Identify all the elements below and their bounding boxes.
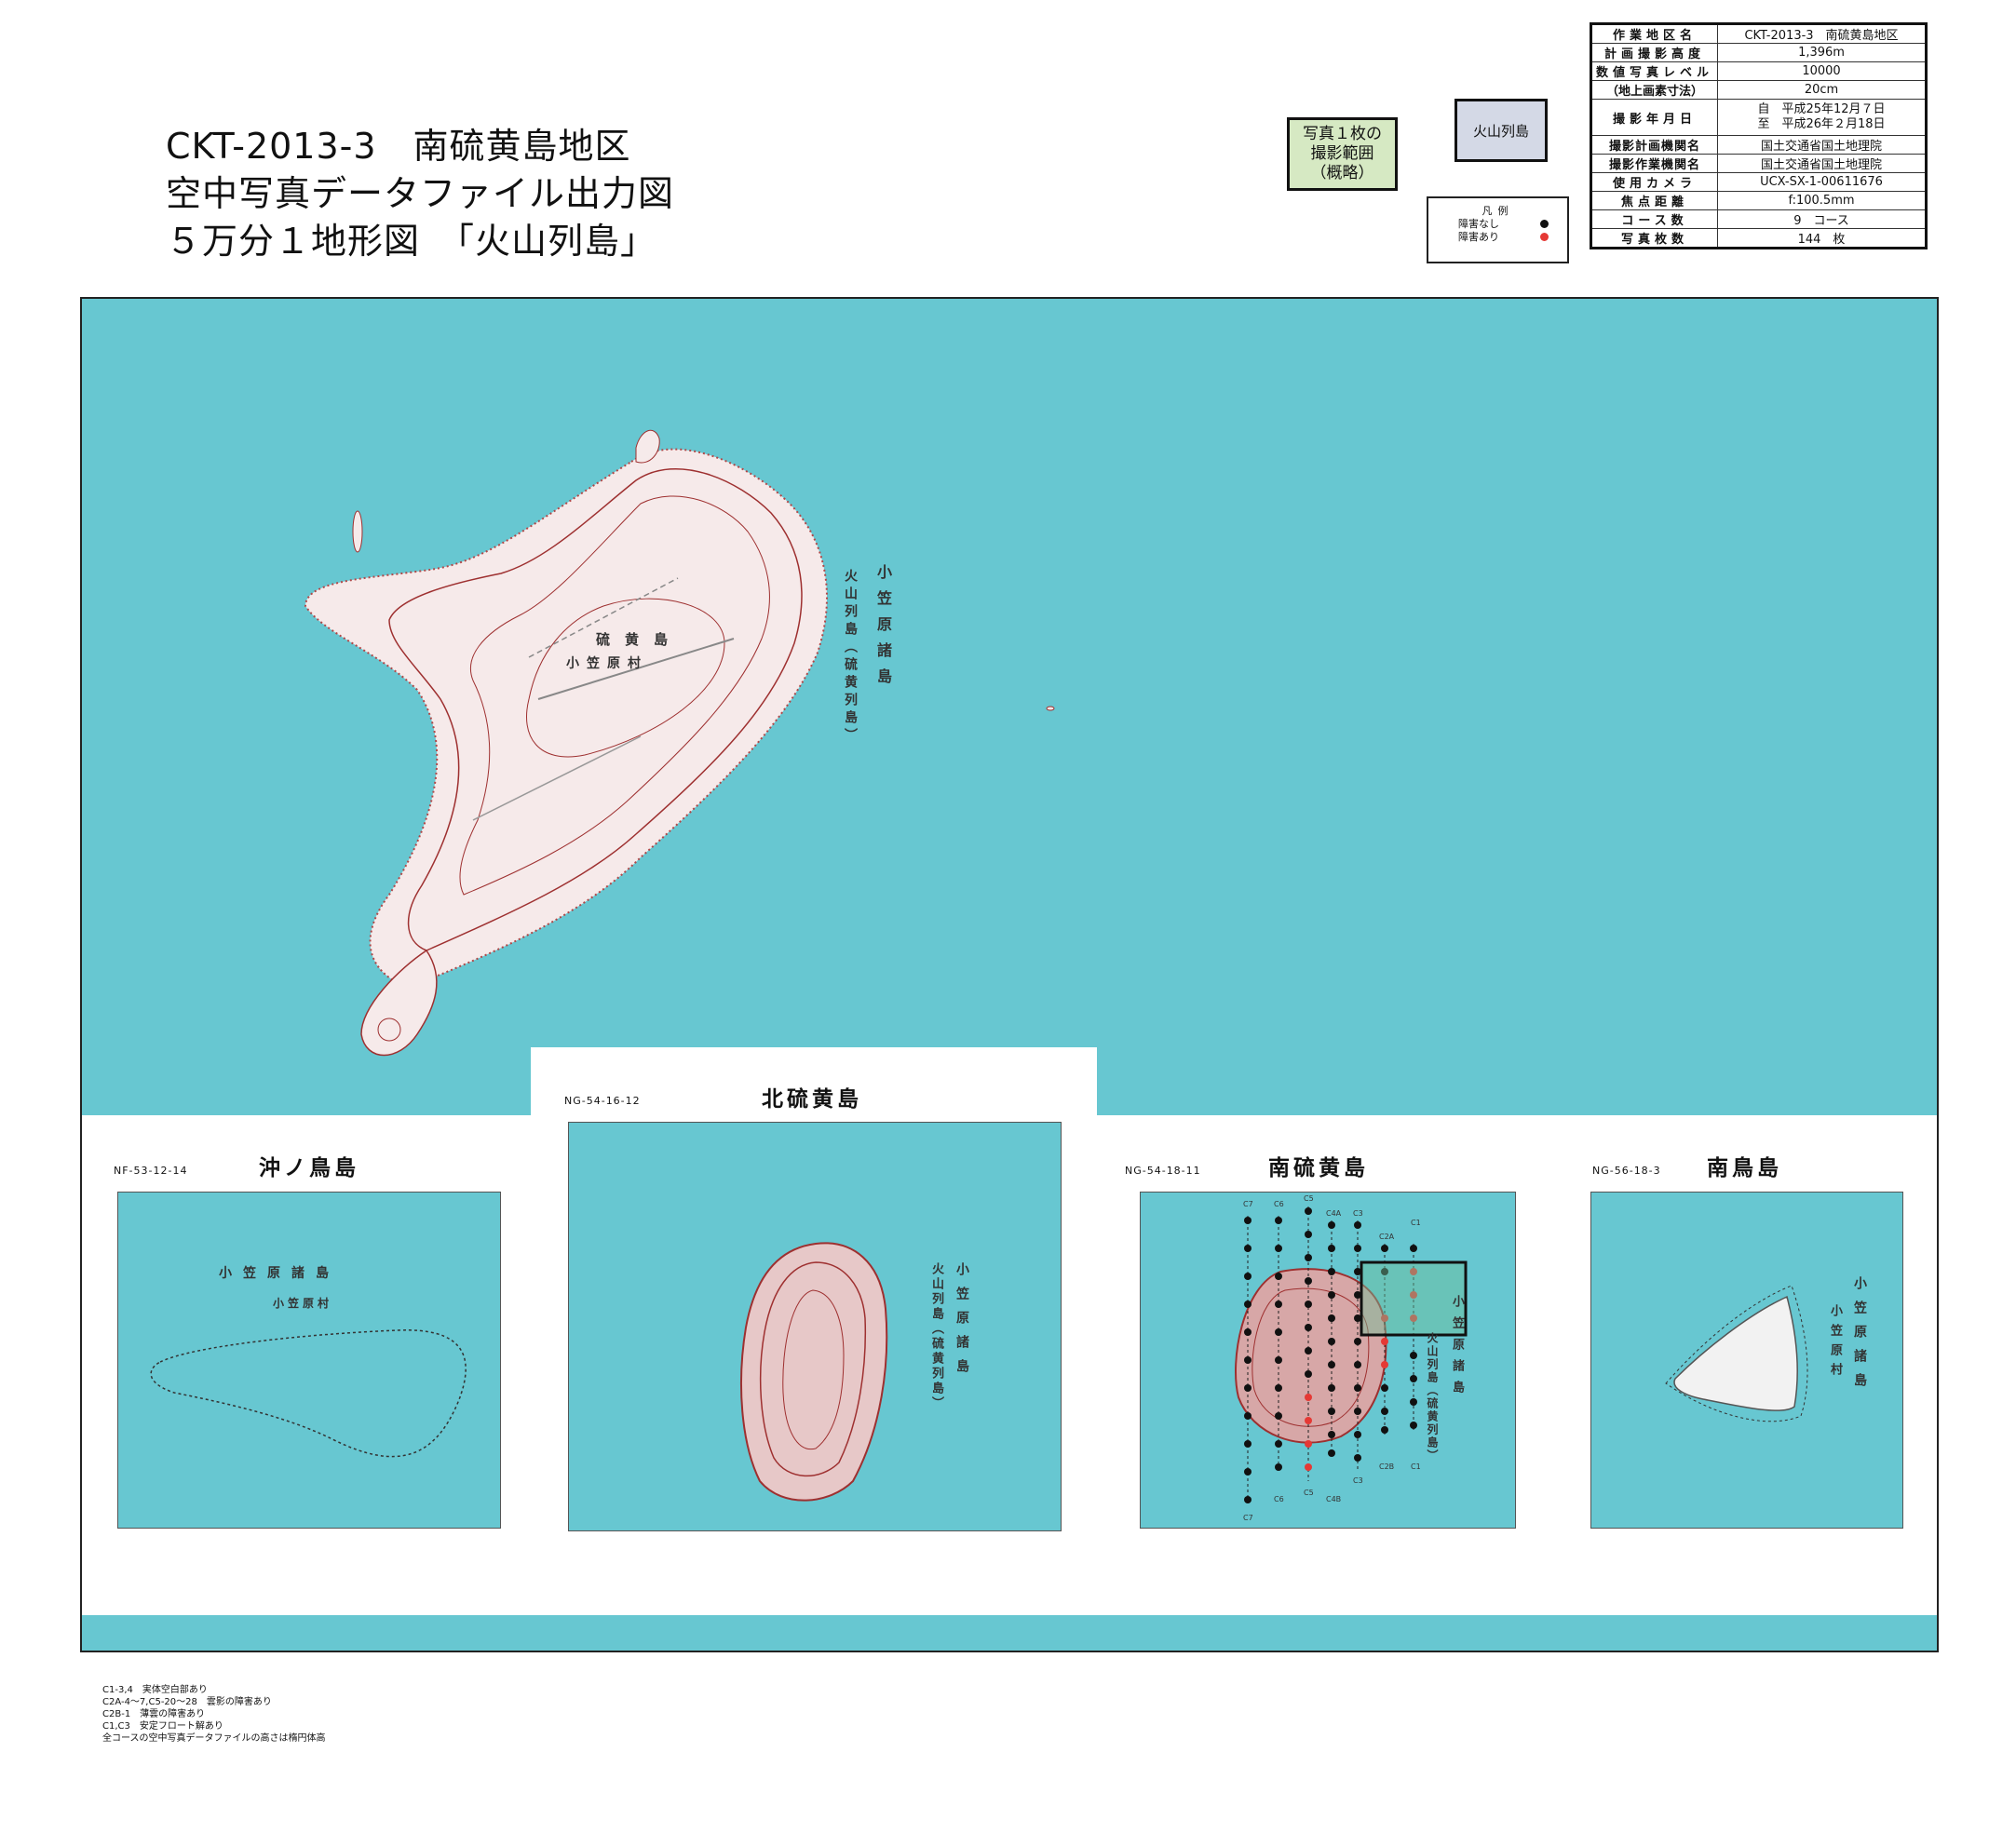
title-line-2: 空中写真データファイル出力図: [166, 173, 675, 214]
course-label: C6: [1274, 1200, 1284, 1208]
course-label: C4A: [1326, 1209, 1342, 1218]
course-label: C4B: [1326, 1495, 1342, 1503]
map-title: CKT-2013-3 南硫黄島地区 空中写真データファイル出力図 ５万分１地形図…: [166, 123, 674, 265]
inset-title-okinotorishima: 沖ノ鳥島: [259, 1156, 359, 1180]
table-row: 撮影作業機関名国土交通省国土地理院: [1590, 154, 1927, 173]
notes: C1-3,4 実体空白部あり C2A-4～7,C5-20～28 雲影の障害あり …: [102, 1684, 326, 1745]
legend-item-obstacle: 障害あり: [1428, 231, 1567, 244]
photo-coverage-legend-box: 写真１枚の 撮影範囲 （概略）: [1287, 117, 1398, 191]
inset-map-okinotorishima: 小笠原諸島 小笠原村: [117, 1192, 501, 1529]
island-name-label: 硫黄島: [596, 631, 683, 648]
sheet-code: NF-53-12-14: [114, 1165, 188, 1177]
sheet-name-box: 火山列島: [1454, 99, 1548, 162]
legend-item-no-obstacle: 障害なし: [1428, 218, 1567, 231]
note-line: C1,C3 安定フロート解あり: [102, 1721, 223, 1732]
course-label: C7: [1243, 1200, 1253, 1208]
iwo-jima-map: [304, 429, 1055, 1057]
note-line: C1-3,4 実体空白部あり: [102, 1685, 208, 1695]
archipelago-label: 小笠原諸島: [219, 1266, 340, 1281]
chain-label: 火山列島（硫黄列島）: [1426, 1332, 1439, 1462]
table-row: 撮影年月日 自 平成25年12月７日至 平成26年２月18日: [1590, 99, 1927, 136]
note-line: C2A-4～7,C5-20～28 雲影の障害あり: [102, 1697, 272, 1707]
scope-line-1: 写真１枚の: [1303, 125, 1382, 143]
legend-title: 凡例: [1482, 205, 1514, 217]
flight-courses: [1244, 1206, 1417, 1504]
course-label: C5: [1304, 1194, 1314, 1203]
village-label: 小笠原村: [273, 1297, 333, 1310]
photo-coverage-box: [1360, 1260, 1468, 1337]
course-label: C3: [1353, 1209, 1363, 1218]
chain-label: 火山列島（硫黄列島）: [843, 569, 858, 746]
course-label: C7: [1243, 1514, 1253, 1522]
inset-title-minami-iwojima: 南硫黄島: [1268, 1156, 1369, 1180]
inset-map-kita-iwojima: 小笠原諸島 火山列島（硫黄列島）: [568, 1122, 1062, 1531]
black-dot-icon: [1540, 220, 1549, 228]
table-row: （地上画素寸法）20cm: [1590, 80, 1927, 100]
village-label: 小笠原村: [1828, 1304, 1842, 1382]
course-label: C3: [1353, 1476, 1363, 1485]
village-label: 小笠原村: [566, 656, 648, 671]
inset-panel-top: [531, 1047, 1097, 1122]
inset-map-minamitorishima: 小笠原諸島 小笠原村: [1590, 1192, 1903, 1529]
red-dot-icon: [1540, 233, 1549, 241]
archipelago-label: 小笠原諸島: [954, 1262, 969, 1383]
inset-map-minami-iwojima: 小笠原諸島 火山列島（硫黄列島） C7 C6 C5 C4A C3 C2A C1 …: [1140, 1192, 1516, 1529]
archipelago-label: 小笠原諸島: [1450, 1295, 1464, 1402]
course-label: C1: [1411, 1462, 1421, 1471]
inset-title-kita-iwojima: 北硫黄島: [762, 1087, 862, 1112]
chain-label: 火山列島（硫黄列島）: [929, 1262, 943, 1411]
scope-line-3: （概略）: [1310, 164, 1374, 182]
sheet-code: NG-54-16-12: [564, 1095, 641, 1107]
course-label: C5: [1304, 1489, 1314, 1497]
course-label: C1: [1411, 1219, 1421, 1227]
sheet-code: NG-54-18-11: [1125, 1165, 1201, 1177]
sheet-name-label: 火山列島: [1472, 122, 1529, 140]
inset-title-minamitorishima: 南鳥島: [1707, 1156, 1782, 1180]
note-line: C2B-1 薄雲の障害あり: [102, 1709, 206, 1719]
title-line-1: CKT-2013-3 南硫黄島地区: [166, 126, 631, 167]
sheet-code: NG-56-18-3: [1592, 1165, 1661, 1177]
archipelago-label: 小笠原諸島: [1852, 1276, 1867, 1397]
title-line-3: ５万分１地形図 「火山列島」: [166, 221, 657, 262]
legend: 凡例 障害なし 障害あり: [1427, 196, 1569, 263]
course-label: C6: [1274, 1495, 1284, 1503]
archipelago-label: 小笠原諸島: [874, 564, 892, 694]
scope-line-2: 撮影範囲: [1310, 144, 1374, 163]
course-label: C2A: [1379, 1233, 1395, 1241]
note-line: 全コースの空中写真データファイルの高さは楕円体高: [102, 1733, 326, 1744]
table-row: 撮影計画機関名国土交通省国土地理院: [1590, 135, 1927, 155]
course-label: C2B: [1379, 1462, 1395, 1471]
